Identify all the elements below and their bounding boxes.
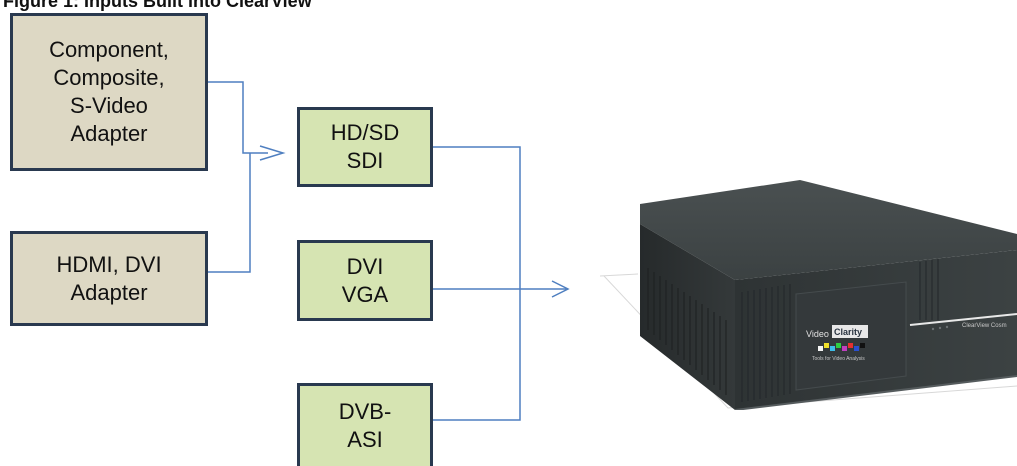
device-brand-clarity: Clarity [834, 327, 862, 337]
input-label-dvi: DVI VGA [341, 253, 389, 307]
device-top-face [640, 180, 1017, 280]
connector-component-to-sdi [208, 81, 268, 154]
clearview-device-image: Video Clarity Tools for Video Analysis C… [600, 180, 1017, 410]
device-side-vents [647, 268, 727, 395]
device-tagline: Tools for Video Analysis [812, 356, 865, 362]
device-brand-video: Video [806, 329, 829, 339]
device-brand-badge [832, 325, 868, 338]
device-light-strip [909, 313, 1017, 326]
input-box-sdi: HD/SD SDI [297, 107, 433, 187]
adapter-label-component: Component, Composite, S-Video Adapter [49, 37, 169, 146]
input-label-sdi: HD/SD SDI [330, 120, 400, 173]
device-model-label: ClearView Cosm [962, 323, 1007, 329]
connector-hdmi-to-sdi [208, 153, 251, 273]
device-indicator-dots [931, 325, 949, 331]
arrowhead-sdi [259, 145, 286, 161]
adapter-box-component: Component, Composite, S-Video Adapter [10, 13, 208, 171]
input-box-asi: DVB- ASI [297, 383, 433, 466]
arrowhead-device [551, 280, 570, 298]
device-bottom-edge [734, 375, 1017, 410]
adapter-box-hdmi: HDMI, DVI Adapter [10, 231, 208, 326]
device-color-squares [818, 343, 865, 351]
input-label-asi: DVB- ASI [338, 399, 392, 452]
device-front-vents [741, 259, 939, 402]
figure-title: Figure 1: Inputs Built into ClearView [3, 0, 312, 11]
adapter-label-hdmi: HDMI, DVI Adapter [56, 251, 162, 305]
input-box-dvi: DVI VGA [297, 240, 433, 321]
device-side-face [640, 224, 735, 410]
connector-sdi-asi-bus [433, 146, 521, 421]
